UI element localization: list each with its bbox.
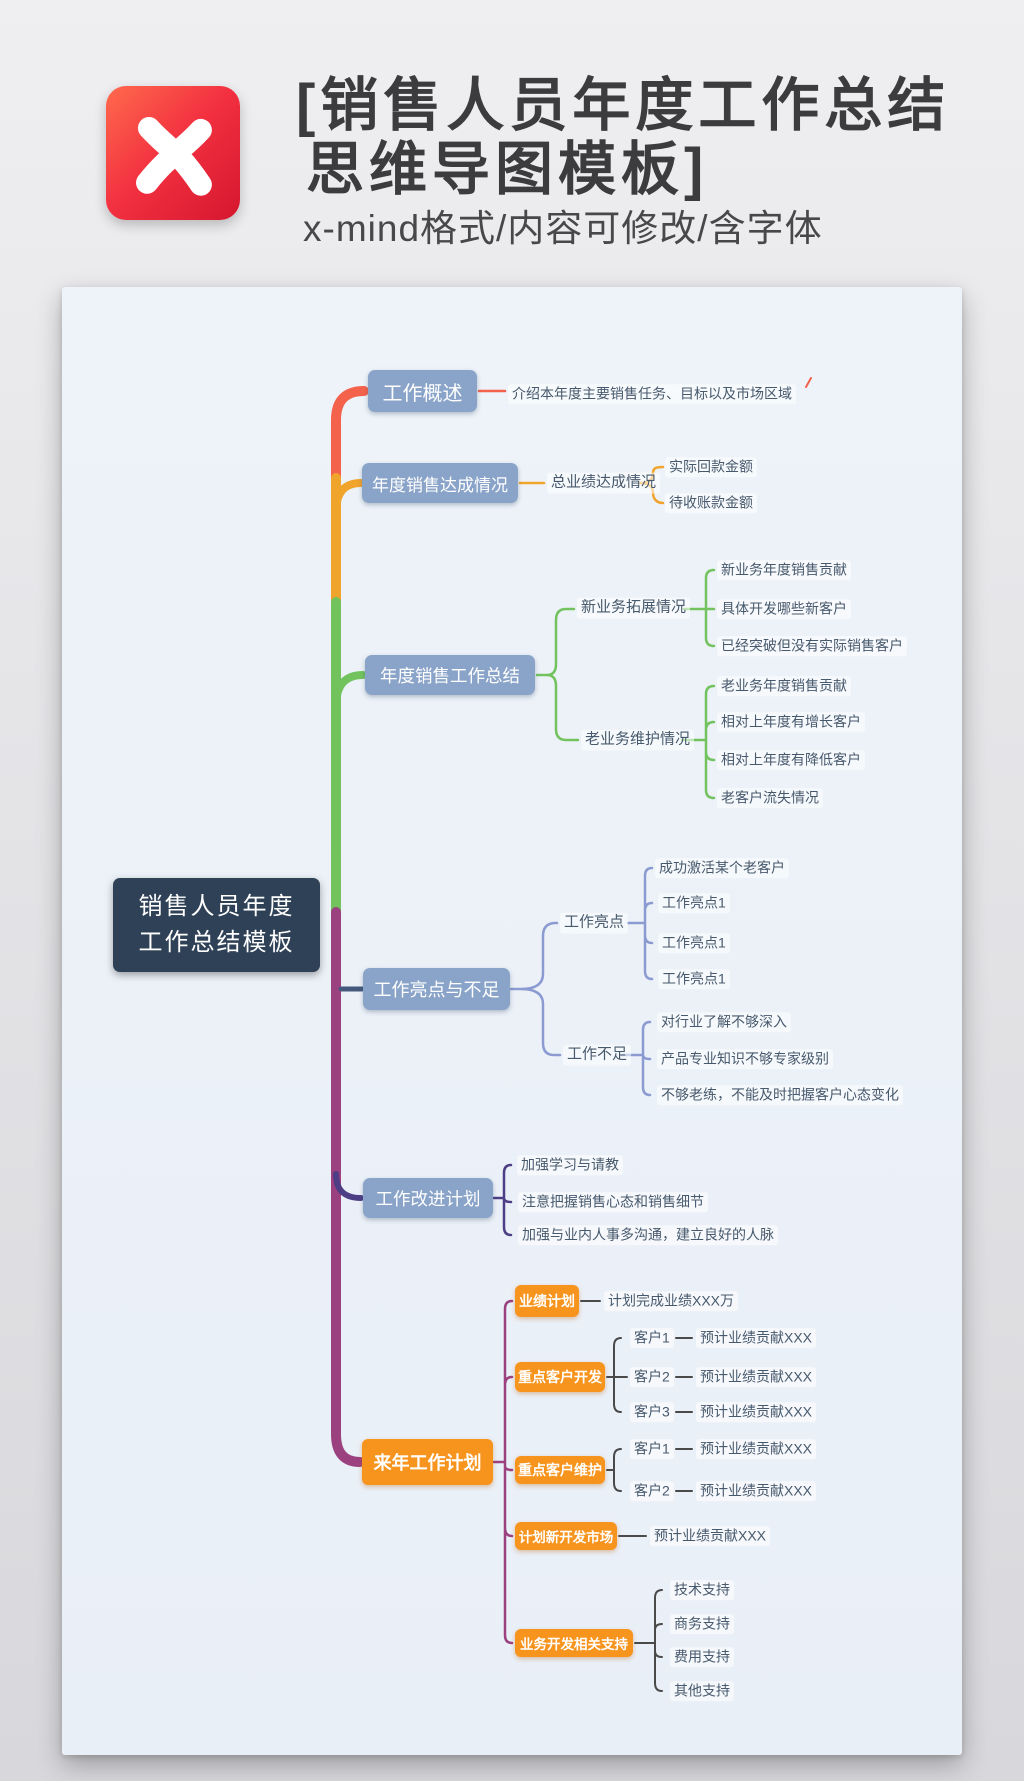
- note-work-overview: 介绍本年度主要销售任务、目标以及市场区域: [508, 384, 796, 404]
- xmind-x-icon: [136, 117, 212, 196]
- leaf-client-3-value: 预计业绩贡献XXX: [696, 1402, 817, 1422]
- subtopic-key-client-maintenance: 重点客户维护: [515, 1456, 605, 1484]
- label-new-business: 新业务拓展情况: [577, 597, 691, 619]
- central-topic-line1: 销售人员年度: [138, 893, 295, 920]
- subtopic-performance-plan: 业绩计划: [515, 1285, 579, 1317]
- xmind-logo: [106, 86, 240, 220]
- leaf-client-1: 客户1: [630, 1328, 674, 1348]
- topic-improvement-plan: 工作改进计划: [363, 1178, 493, 1218]
- leaf-actual-payment: 实际回款金额: [665, 457, 757, 477]
- leaf-maintain-client-2: 客户2: [630, 1481, 674, 1501]
- central-topic-line2: 工作总结模板: [138, 929, 295, 956]
- mindmap-canvas: [62, 287, 962, 1755]
- leaf-learn-and-ask: 加强学习与请教: [517, 1155, 623, 1175]
- subtopic-key-client-development: 重点客户开发: [515, 1362, 605, 1392]
- leaf-pending-payment: 待收账款金额: [665, 493, 757, 513]
- leaf-reactivated-old-client: 成功激活某个老客户: [655, 858, 789, 878]
- leaf-not-experienced: 不够老练，不能及时把握客户心态变化: [657, 1085, 903, 1105]
- topic-work-overview: 工作概述: [368, 370, 477, 412]
- leaf-new-market-value: 预计业绩贡献XXX: [650, 1526, 771, 1546]
- leaf-maintain-client-1-value: 预计业绩贡献XXX: [696, 1439, 817, 1459]
- leaf-tech-support: 技术支持: [670, 1580, 734, 1600]
- topic-next-year-plan: 来年工作计划: [362, 1439, 493, 1485]
- subtopic-new-market-plan: 计划新开发市场: [515, 1522, 617, 1550]
- page-title: [销售人员年度工作总结 思维导图模板]: [296, 74, 976, 202]
- leaf-networking: 加强与业内人事多沟通，建立良好的人脉: [518, 1225, 778, 1245]
- topic-annual-sales-achievement: 年度销售达成情况: [362, 463, 518, 503]
- subtopic-business-support: 业务开发相关支持: [515, 1629, 633, 1657]
- leaf-highlight-3: 工作亮点1: [658, 969, 730, 989]
- leaf-clients-increased: 相对上年度有增长客户: [717, 712, 865, 732]
- topic-highlights-and-shortcomings: 工作亮点与不足: [363, 968, 510, 1010]
- label-shortcomings: 工作不足: [563, 1044, 632, 1066]
- leaf-product-knowledge: 产品专业知识不够专家级别: [657, 1049, 833, 1069]
- label-old-business: 老业务维护情况: [581, 729, 695, 751]
- leaf-client-3: 客户3: [630, 1402, 674, 1422]
- page-title-line2: 思维导图模板]: [306, 137, 709, 202]
- leaf-industry-knowledge: 对行业了解不够深入: [657, 1012, 791, 1032]
- label-highlights: 工作亮点: [560, 912, 629, 934]
- central-topic: 销售人员年度 工作总结模板: [113, 878, 320, 972]
- leaf-expense-support: 费用支持: [670, 1647, 734, 1667]
- leaf-breakthrough-no-sales: 已经突破但没有实际销售客户: [717, 636, 907, 656]
- leaf-highlight-1: 工作亮点1: [658, 893, 730, 913]
- leaf-planned-performance: 计划完成业绩XXX万: [604, 1291, 739, 1311]
- leaf-client-2-value: 预计业绩贡献XXX: [696, 1367, 817, 1387]
- leaf-clients-decreased: 相对上年度有降低客户: [717, 750, 865, 770]
- label-total-achievement: 总业绩达成情况: [547, 472, 661, 494]
- leaf-new-clients-developed: 具体开发哪些新客户: [717, 599, 851, 619]
- leaf-business-support: 商务支持: [670, 1614, 734, 1634]
- leaf-new-business-contribution: 新业务年度销售贡献: [717, 560, 851, 580]
- leaf-sales-mindset: 注意把握销售心态和销售细节: [518, 1192, 708, 1212]
- leaf-other-support: 其他支持: [670, 1681, 734, 1701]
- leaf-clients-lost: 老客户流失情况: [717, 788, 823, 808]
- leaf-highlight-2: 工作亮点1: [658, 933, 730, 953]
- leaf-client-2: 客户2: [630, 1367, 674, 1387]
- leaf-maintain-client-2-value: 预计业绩贡献XXX: [696, 1481, 817, 1501]
- leaf-client-1-value: 预计业绩贡献XXX: [696, 1328, 817, 1348]
- page-title-line1: [销售人员年度工作总结: [296, 73, 951, 138]
- page-subtitle: x-mind格式/内容可修改/含字体: [303, 208, 823, 249]
- leaf-maintain-client-1: 客户1: [630, 1439, 674, 1459]
- topic-annual-sales-summary: 年度销售工作总结: [365, 655, 535, 695]
- leaf-old-business-contribution: 老业务年度销售贡献: [717, 676, 851, 696]
